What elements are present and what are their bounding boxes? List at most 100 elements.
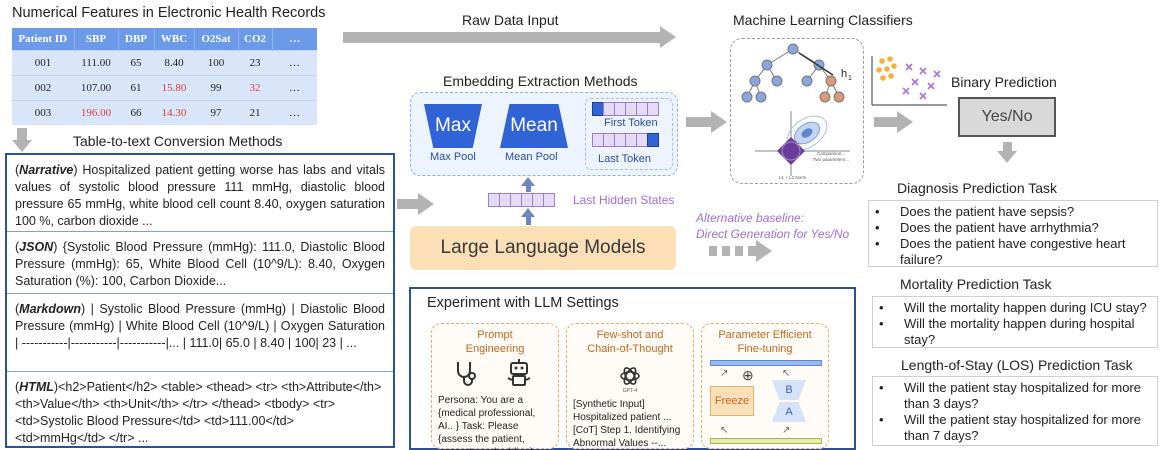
list-item: • Does the patient have congestive heart … [875,236,1151,268]
table-cell-abnormal: 15.80 [154,74,194,100]
arrow-up-icon: ↖ [720,425,729,436]
conv-arrow-shaft [397,199,419,209]
table-cell: 97 [194,99,238,125]
prompt-title-line1: Prompt [477,329,513,341]
numerical-features-heading: Numerical Features in Electronic Health … [12,5,326,21]
los-heading: Length-of-Stay (LOS) Prediction Task [901,357,1133,373]
table-cell: 003 [12,99,74,125]
bullet: • [879,316,884,331]
table-cell: 23 [238,49,272,75]
first-token-row [592,102,659,116]
binary-prediction-heading: Binary Prediction [951,74,1057,90]
h1-label: h [841,68,847,80]
col-sbp: SBP [74,28,119,50]
task-question: Does the patient have arrhythmia? [900,220,1099,235]
bullet: • [879,412,884,427]
table-cell: … [272,99,317,125]
task-question: Will the patient stay hospitalized for m… [904,412,1141,443]
table-cell: 66 [118,99,154,125]
table-cell: 8.40 [154,49,194,75]
scatter-plot-icon [871,56,947,106]
down-arrow-icon [12,140,32,152]
table-cell-abnormal: 196.00 [74,99,118,125]
list-item: •Will the mortality happen during ICU st… [879,300,1151,316]
html-body: <h2>Patient</h2> <table> <thead> <tr> <t… [15,380,382,445]
yes-no-output: Yes/No [958,97,1056,137]
table-cell: 111.00 [74,49,118,75]
token-cell [647,102,659,116]
right-arrow-icon [756,240,772,262]
col-o2sat: O2Sat [194,28,239,50]
embedding-heading: Embedding Extraction Methods [443,73,638,89]
table-cell: 99 [194,74,238,100]
alt-baseline-line1: Alternative baseline: [696,211,805,225]
markdown-text: (Markdown) | Systolic Blood Pressure (mm… [15,302,385,350]
table-cell: … [272,49,317,75]
down-arrow-shaft [1003,142,1012,152]
table-cell-abnormal: 32 [238,74,272,100]
ml-classifiers-heading: Machine Learning Classifiers [733,12,913,28]
bullet: • [875,204,880,219]
table-cell: 100 [194,49,238,75]
col-more: … [272,28,317,50]
mortality-task-box: • Will the mortality happen during ICU st… [872,296,1158,348]
dashed-arrow [709,246,758,256]
table-cell: 65 [118,49,154,75]
output-layer-bar [710,360,822,366]
gpt4-label: GPT-4 [622,388,638,394]
list-item: •Does the patient have sepsis? [875,204,1151,220]
divider [7,293,393,294]
freeze-block: Freeze [710,386,754,416]
table-row: 002 107.00 61 15.80 99 32 … [12,74,317,100]
raw-data-heading: Raw Data Input [462,12,559,28]
markdown-body: | Systolic Blood Pressure (mmHg) | Diast… [15,302,385,350]
diagnosis-task-box: •Does the patient have sepsis? •Does the… [868,200,1158,267]
h1-sub-label: 1 [848,75,852,82]
token-cell [543,193,555,207]
right-arrow-icon [660,26,676,48]
table-cell: 001 [12,49,74,75]
ehr-table: Patient ID SBP DBP WBC O2Sat CO2 … 001 1… [12,28,317,125]
max-pool-shape: Max [424,104,482,148]
first-token-label: First Token [604,117,658,129]
json-label: JSON [19,240,54,254]
lora-b-block: B [772,380,806,400]
dash [748,246,758,256]
task-question: Will the mortality happen during ICU sta… [904,300,1147,315]
alt-baseline-text: Alternative baseline: Direct Generation … [696,210,849,242]
dash [735,246,743,256]
fewshot-title-line1: Few-shot and [596,329,664,341]
los-task-box: • Will the patient stay hospitalized for … [872,376,1158,446]
classifier-illustrations: h 1 Comparison... Two parameters... L1 +… [741,43,852,180]
robot-icon [507,359,531,386]
list-item: •Does the patient have arrhythmia? [875,220,1151,236]
task-question: Does the patient have congestive heart f… [900,236,1126,267]
task-question: Will the patient stay hospitalized for m… [904,380,1141,411]
table-cell: 107.00 [74,74,118,100]
col-wbc: WBC [154,28,195,50]
table-header-row: Patient ID SBP DBP WBC O2Sat CO2 … [12,28,317,50]
markdown-label: Markdown [19,302,81,316]
mean-pool-label: Mean Pool [505,151,558,163]
bullet: • [879,380,884,395]
alt-baseline-line2: Direct Generation for Yes/No [696,227,850,241]
narrative-text: (Narrative) Hospitalized patient getting… [15,163,385,228]
last-hidden-label: Last Hidden States [573,193,675,207]
lora-a-block: A [772,402,806,422]
up-arrow-shaft [526,186,531,192]
mortality-heading: Mortality Prediction Task [900,276,1052,292]
hidden-states-row [488,193,555,207]
down-arrow-shaft [17,128,27,141]
conversion-methods-box: (Narrative) Hospitalized patient getting… [5,153,395,448]
stethoscope-icon [457,362,476,386]
ml-classifiers-box: h 1 Comparison... Two parameters... L1 +… [730,38,864,184]
token-selection-box [585,98,673,170]
json-text: (JSON) {Systolic Blood Pressure (mmHg): … [15,240,385,288]
bullet: • [875,236,880,251]
openai-logo-icon [620,367,640,385]
